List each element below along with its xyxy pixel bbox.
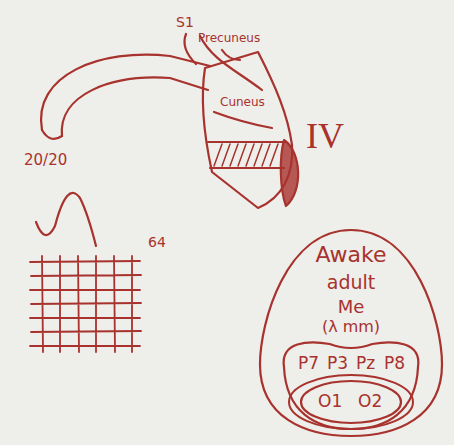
node-text: adult	[327, 272, 375, 294]
node-text: Pz	[356, 354, 375, 374]
node-text: P7	[298, 354, 319, 374]
leader-line	[214, 112, 272, 128]
grid	[30, 256, 141, 352]
occipital-wedge	[203, 52, 292, 208]
brain-band	[42, 130, 62, 139]
node-text: Me	[338, 297, 365, 318]
node-text: Awake	[315, 242, 386, 267]
occipital-ring: O1 O2	[300, 380, 402, 424]
brain-band	[62, 78, 208, 136]
shaded-lobe	[281, 140, 298, 206]
parietal-region: O1 O2 P7 P3 Pz P8	[280, 340, 422, 430]
outline-path	[284, 342, 419, 429]
area-label: S1	[176, 14, 194, 30]
node-text: O2	[358, 392, 382, 412]
outline-path	[260, 230, 442, 436]
stage-numeral: IV	[306, 116, 344, 157]
head-outline: O1 O2 P7 P3 Pz P8 Awake adultMe(λ mm)	[258, 228, 444, 438]
outline-path	[301, 381, 401, 423]
hatch-band	[208, 142, 286, 168]
acuity-note: 20/20	[24, 152, 67, 169]
leader-line	[222, 50, 240, 60]
node-text: O1	[318, 392, 342, 412]
inner-loop	[289, 375, 413, 429]
outline	[300, 380, 402, 424]
wave-symbol	[36, 193, 96, 246]
node-text: P3	[327, 354, 348, 374]
area-label: Precuneus	[198, 32, 260, 46]
leader-line	[184, 34, 196, 64]
count-note: 64	[148, 234, 166, 250]
node-text: P8	[384, 354, 405, 374]
hatch-band	[214, 144, 278, 166]
area-label: Cuneus	[220, 96, 265, 110]
node-text: (λ mm)	[322, 318, 380, 336]
brain-band	[41, 55, 210, 130]
